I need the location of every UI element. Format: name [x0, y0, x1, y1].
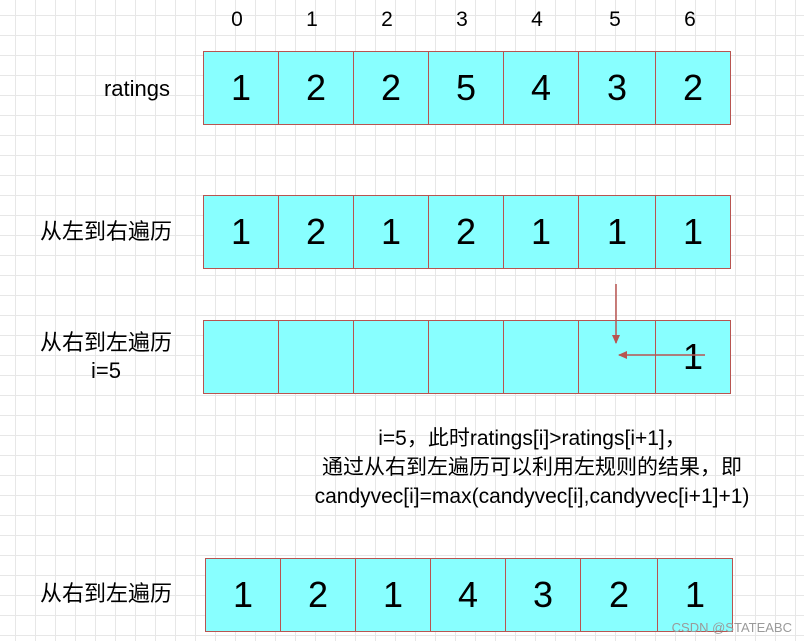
watermark: CSDN @STATEABC: [671, 620, 792, 635]
array-cell: 2: [278, 195, 354, 269]
right-to-left-array: 1 2 1 4 3 2 1: [205, 558, 733, 632]
left-to-right-array: 1 2 1 2 1 1 1: [203, 195, 731, 269]
array-cell: 2: [278, 51, 354, 125]
index-label: 0: [231, 8, 243, 31]
array-cell: 2: [428, 195, 504, 269]
array-cell: [353, 320, 429, 394]
note-line: 通过从右到左遍历可以利用左规则的结果，即: [322, 456, 742, 479]
array-cell: [203, 320, 279, 394]
array-cell: 4: [430, 558, 506, 632]
row-label-left-to-right: 从左到右遍历: [28, 218, 184, 246]
array-cell: 5: [428, 51, 504, 125]
ratings-array: 1 2 2 5 4 3 2: [203, 51, 731, 125]
row-label-line: 从右到左遍历: [39, 581, 172, 606]
index-label: 6: [684, 8, 696, 31]
row-label-right-to-left-i5: 从右到左遍历 i=5: [28, 329, 184, 385]
array-cell: 1: [203, 51, 279, 125]
right-to-left-partial-array: 1: [203, 320, 731, 394]
array-cell: 2: [655, 51, 731, 125]
note-line: i=5，此时ratings[i]>ratings[i+1]，: [378, 427, 686, 450]
index-label: 3: [456, 8, 468, 31]
array-cell: 1: [353, 195, 429, 269]
note-line: candyvec[i]=max(candyvec[i],candyvec[i+1…: [314, 485, 750, 508]
index-label: 4: [531, 8, 543, 31]
array-cell: 2: [353, 51, 429, 125]
index-label: 1: [306, 8, 318, 31]
array-cell: 2: [580, 558, 658, 632]
array-cell: 1: [503, 195, 579, 269]
array-cell: 1: [655, 320, 731, 394]
array-cell: [278, 320, 354, 394]
array-cell: 1: [657, 558, 733, 632]
array-cell: 2: [280, 558, 356, 632]
row-label-ratings: ratings: [92, 75, 182, 103]
array-cell: 1: [655, 195, 731, 269]
explanation-note: i=5，此时ratings[i]>ratings[i+1]， 通过从右到左遍历可…: [262, 424, 802, 511]
array-cell: 1: [578, 195, 656, 269]
row-label-line: ratings: [103, 76, 171, 101]
row-label-line: i=5: [91, 358, 121, 383]
index-label: 2: [381, 8, 393, 31]
row-label-line: 从右到左遍历: [39, 330, 172, 355]
index-label: 5: [609, 8, 621, 31]
array-cell: [428, 320, 504, 394]
array-cell: 1: [203, 195, 279, 269]
array-cell: 1: [355, 558, 431, 632]
row-label-line: 从左到右遍历: [39, 219, 172, 244]
row-label-right-to-left: 从右到左遍历: [28, 580, 184, 608]
array-cell: 3: [505, 558, 581, 632]
array-cell: 1: [205, 558, 281, 632]
array-cell: 4: [503, 51, 579, 125]
